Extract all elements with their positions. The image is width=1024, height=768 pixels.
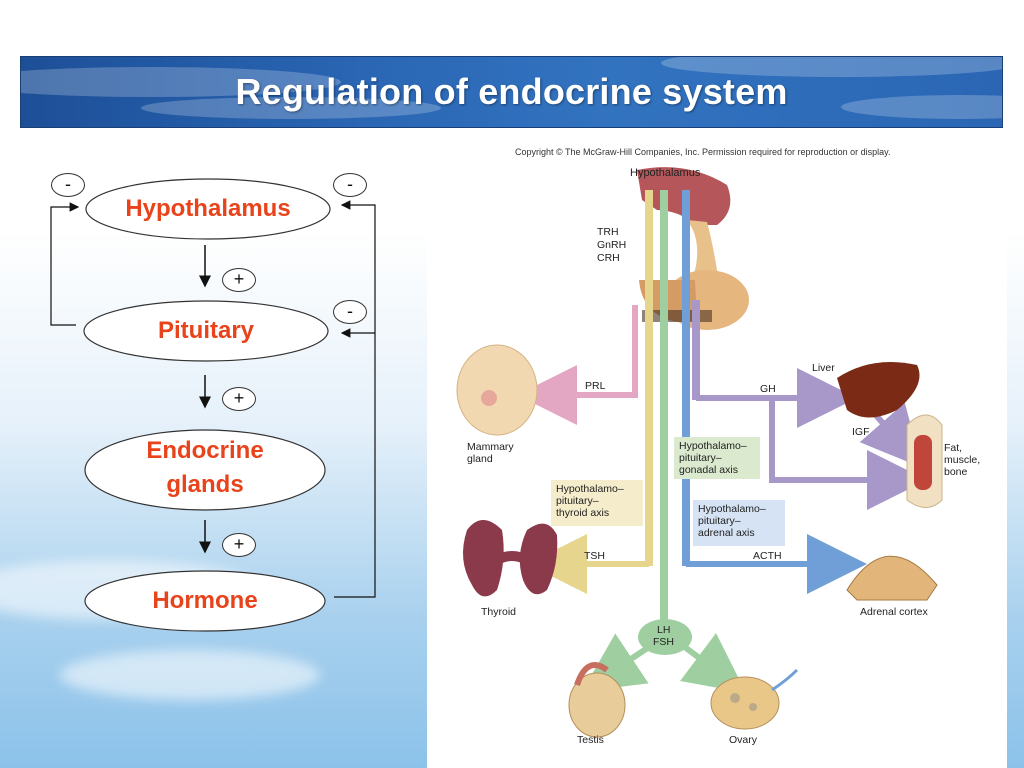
fsh-label: FSH	[653, 636, 674, 648]
trh-label: TRH	[597, 226, 619, 238]
thyroid-drawing	[463, 520, 504, 597]
endocrine-glands-node	[84, 429, 326, 511]
positive-sign: +	[222, 268, 256, 292]
liver-label: Liver	[812, 362, 835, 374]
gonadal-axis-line	[660, 190, 668, 620]
tsh-label: TSH	[584, 550, 605, 562]
igf-label: IGF	[852, 426, 870, 438]
testis-label: Testis	[577, 734, 604, 746]
feedback-loop-pituitary-to-hypothalamus	[50, 202, 80, 326]
acth-label: ACTH	[753, 550, 782, 562]
hypothalamus-label: Hypothalamus	[125, 195, 291, 222]
ovary-drawing	[710, 676, 780, 730]
adrenal-cortex-label: Adrenal cortex	[860, 606, 928, 618]
gh-label: GH	[760, 383, 776, 395]
slide-title: Regulation of endocrine system	[235, 71, 788, 112]
prl-label: PRL	[585, 380, 606, 392]
endocrine-axes-figure: Copyright © The McGraw-Hill Companies, I…	[427, 140, 1007, 768]
mammary-label-line1: Mammary	[467, 441, 514, 453]
hypothalamus-figure-label: Hypothalamus	[630, 167, 701, 179]
mammary-label-line2: gland	[467, 453, 493, 465]
hormone-label: Hormone	[152, 587, 258, 614]
adrenal-cortex-drawing	[846, 555, 938, 601]
gh-to-tissue-arrow	[769, 398, 927, 510]
hypothalamus-node	[85, 178, 331, 240]
negative-sign: -	[51, 173, 85, 197]
background-cloud	[60, 650, 320, 700]
fat-label-line1: Fat,	[944, 442, 963, 454]
mammary-gland-drawing	[456, 344, 538, 436]
title-banner: Regulation of endocrine system	[20, 56, 1003, 128]
pituitary-label: Pituitary	[157, 317, 255, 344]
testis-drawing	[568, 672, 626, 738]
pituitary-node	[83, 300, 329, 362]
endocrine-glands-label-line2: glands	[166, 471, 244, 498]
thyroid-axis-line	[645, 190, 653, 566]
figure-illustration	[456, 167, 943, 738]
gh-axis-line	[692, 300, 700, 400]
adrenal-axis-box: Hypothalamo– pituitary– adrenal axis	[693, 500, 785, 546]
fat-label-line2: muscle,	[944, 454, 981, 466]
lh-fsh-right-arrow	[680, 633, 746, 693]
thyroid-label: Thyroid	[481, 606, 517, 618]
lh-label: LH	[657, 624, 671, 636]
gnrh-label: GnRH	[597, 239, 627, 251]
adrenal-axis-line	[682, 190, 690, 566]
ovary-label: Ovary	[729, 734, 758, 746]
prl-axis-line	[632, 305, 638, 395]
positive-sign: +	[222, 387, 256, 411]
lh-fsh-node	[638, 619, 692, 655]
positive-sign: +	[222, 533, 256, 557]
negative-sign: -	[333, 173, 367, 197]
thyroid-axis-box: Hypothalamo– pituitary– thyroid axis	[551, 480, 643, 526]
endocrine-glands-label-line1: Endocrine	[146, 437, 264, 464]
liver-drawing	[837, 361, 920, 418]
negative-sign: -	[333, 300, 367, 324]
crh-label: CRH	[597, 252, 620, 264]
fat-label-line3: bone	[944, 466, 968, 478]
feedback-flowchart	[50, 178, 376, 632]
lh-fsh-left-arrow	[582, 633, 654, 692]
copyright-notice: Copyright © The McGraw-Hill Companies, I…	[515, 147, 891, 157]
feedback-loop-hormone	[334, 200, 376, 598]
gonadal-axis-box: Hypothalamo– pituitary– gonadal axis	[674, 437, 760, 479]
hormone-node	[84, 570, 326, 632]
